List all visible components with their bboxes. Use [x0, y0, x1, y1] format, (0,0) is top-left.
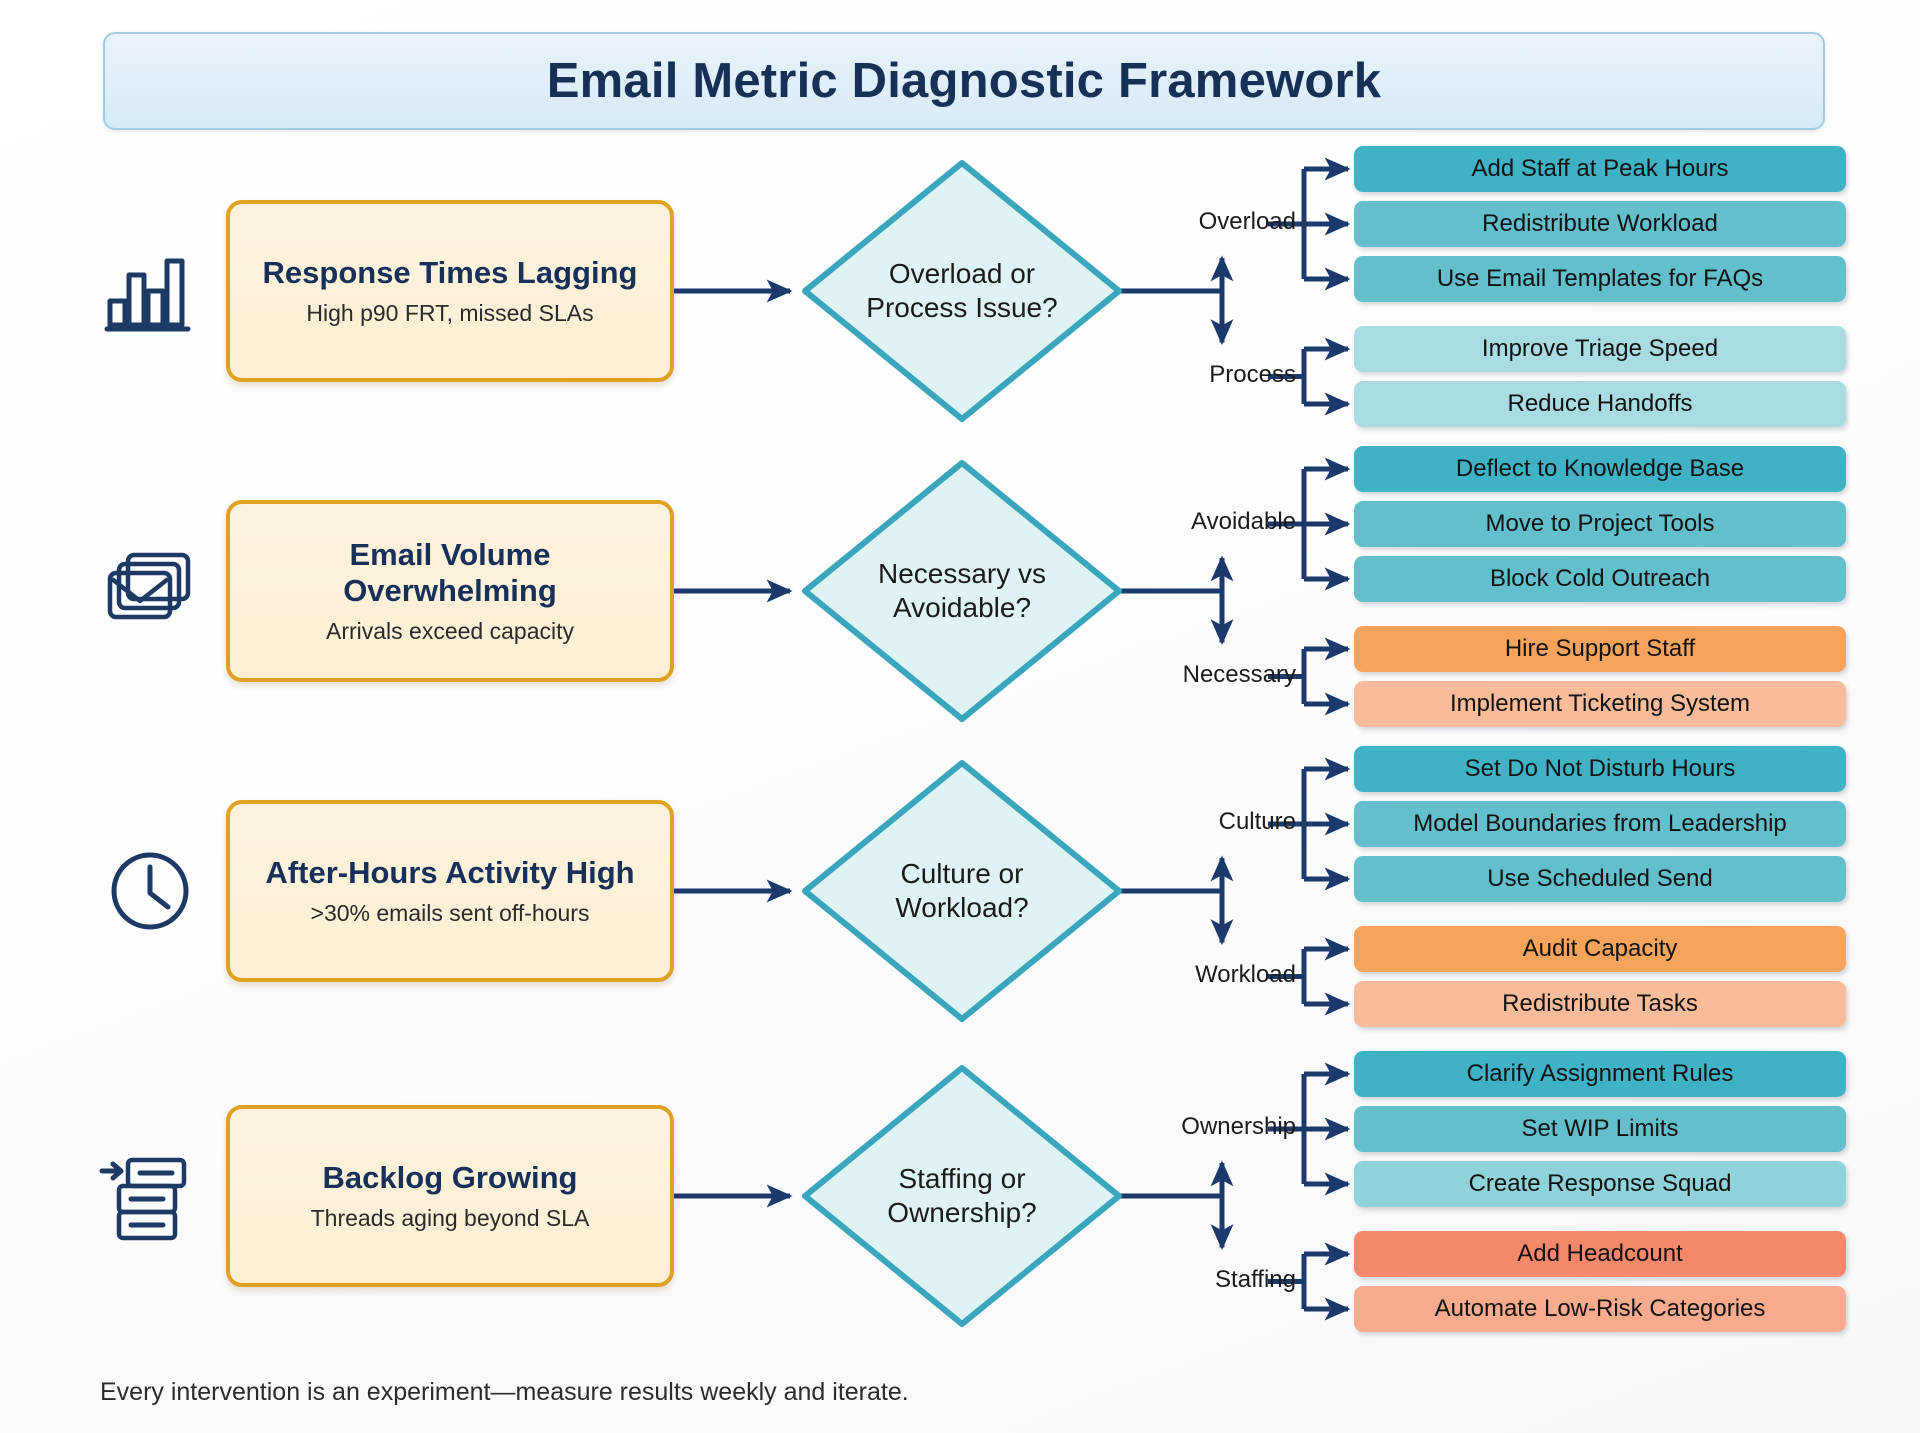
problem-subtitle: >30% emails sent off-hours	[310, 900, 590, 927]
branch-label: Overload	[1198, 208, 1296, 235]
action-pill[interactable]: Block Cold Outreach	[1354, 556, 1846, 602]
row-icon	[95, 836, 205, 946]
branch-label: Necessary	[1182, 660, 1296, 688]
bar-chart-icon	[104, 258, 191, 332]
action-pill[interactable]: Redistribute Workload	[1354, 201, 1846, 247]
problem-title: Response Times Lagging	[262, 255, 638, 291]
stacked-envelope-icon	[107, 552, 191, 620]
problem-title: After-Hours Activity High	[265, 855, 635, 891]
branch-label: Culture	[1218, 808, 1296, 835]
action-pill[interactable]: Use Scheduled Send	[1354, 856, 1846, 902]
action-pill[interactable]: Redistribute Tasks	[1354, 981, 1846, 1027]
action-pill[interactable]: Implement Ticketing System	[1354, 681, 1846, 727]
clock-icon	[111, 852, 189, 930]
diamond-shape	[802, 1065, 1122, 1327]
branch-label: Avoidable	[1191, 508, 1296, 535]
action-pill[interactable]: Use Email Templates for FAQs	[1354, 256, 1846, 302]
branch-label: Staffing	[1215, 1265, 1296, 1293]
diamond-shape	[802, 160, 1122, 422]
problem-subtitle: High p90 FRT, missed SLAs	[306, 300, 594, 327]
title-banner: Email Metric Diagnostic Framework	[103, 32, 1825, 130]
diamond-shape	[802, 760, 1122, 1022]
action-pill[interactable]: Set WIP Limits	[1354, 1106, 1846, 1152]
action-pill[interactable]: Hire Support Staff	[1354, 626, 1846, 672]
row-icon	[95, 1141, 205, 1251]
branch-label: Workload	[1195, 960, 1296, 988]
action-pill[interactable]: Audit Capacity	[1354, 926, 1846, 972]
action-pill[interactable]: Deflect to Knowledge Base	[1354, 446, 1846, 492]
footer-note: Every intervention is an experiment—meas…	[100, 1378, 909, 1406]
problem-card[interactable]: After-Hours Activity High >30% emails sen…	[226, 800, 674, 982]
page-title: Email Metric Diagnostic Framework	[546, 54, 1382, 108]
problem-subtitle: Threads aging beyond SLA	[310, 1205, 590, 1232]
action-pill[interactable]: Add Headcount	[1354, 1231, 1846, 1277]
problem-title: Email Volume Overwhelming	[343, 537, 557, 609]
action-pill[interactable]: Add Staff at Peak Hours	[1354, 146, 1846, 192]
action-pill[interactable]: Automate Low-Risk Categories	[1354, 1286, 1846, 1332]
action-pill[interactable]: Reduce Handoffs	[1354, 381, 1846, 427]
row-icon	[95, 536, 205, 646]
action-pill[interactable]: Clarify Assignment Rules	[1354, 1051, 1846, 1097]
diamond-shape	[802, 460, 1122, 722]
problem-subtitle: Arrivals exceed capacity	[326, 618, 574, 645]
branch-label: Process	[1209, 360, 1296, 388]
action-pill[interactable]: Create Response Squad	[1354, 1161, 1846, 1207]
action-pill[interactable]: Model Boundaries from Leadership	[1354, 801, 1846, 847]
action-pill[interactable]: Improve Triage Speed	[1354, 326, 1846, 372]
row-icon	[95, 236, 205, 346]
branch-label: Ownership	[1181, 1113, 1296, 1140]
problem-title: Backlog Growing	[322, 1160, 578, 1196]
backlog-stack-icon	[99, 1157, 187, 1241]
action-pill[interactable]: Set Do Not Disturb Hours	[1354, 746, 1846, 792]
action-pill[interactable]: Move to Project Tools	[1354, 501, 1846, 547]
